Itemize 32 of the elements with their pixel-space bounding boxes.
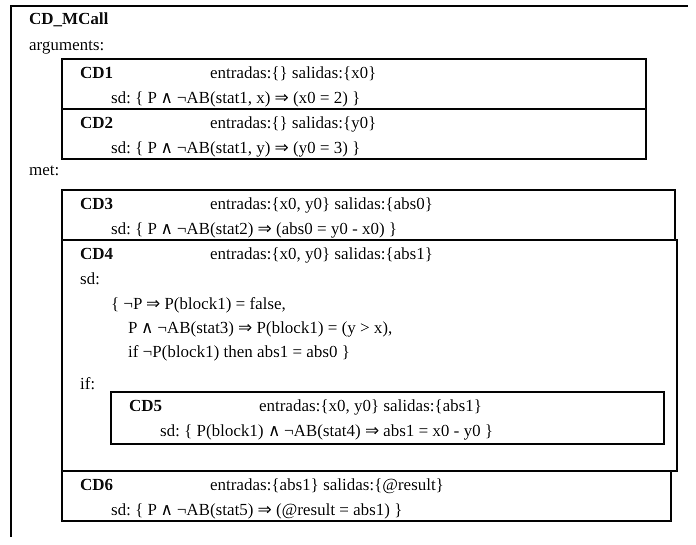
section-label: arguments:	[29, 35, 104, 55]
component-box	[61, 239, 678, 472]
formula-line: P ∧ ¬AB(stat3) ⇒ P(block1) = (y > x),	[128, 318, 392, 338]
io-signature: entradas:{x0, y0} salidas:{abs0}	[210, 194, 433, 214]
formula-line: if ¬P(block1) then abs1 = abs0 }	[128, 342, 350, 362]
component-frame	[10, 5, 688, 537]
sd-formula: sd: { P ∧ ¬AB(stat1, y) ⇒ (y0 = 3) }	[111, 138, 360, 158]
sd-formula: sd: { P ∧ ¬AB(stat5) ⇒ (@result = abs1) }	[111, 500, 402, 520]
block-title: CD5	[129, 396, 162, 416]
section-label: met:	[29, 160, 60, 180]
block-title: CD6	[80, 475, 114, 495]
io-signature: entradas:{x0, y0} salidas:{abs1}	[259, 396, 482, 416]
block-title: CD4	[80, 244, 114, 264]
sd-formula: sd: { P(block1) ∧ ¬AB(stat4) ⇒ abs1 = x0 - y0 }	[160, 421, 493, 441]
block-title: CD1	[80, 63, 114, 83]
io-signature: entradas:{abs1} salidas:{@result}	[210, 475, 444, 495]
component-box	[61, 189, 676, 241]
component-title: CD_MCall	[29, 9, 108, 29]
io-signature: entradas:{} salidas:{x0}	[210, 63, 376, 83]
io-signature: entradas:{x0, y0} salidas:{abs1}	[210, 244, 433, 264]
component-box	[110, 391, 665, 445]
io-signature: entradas:{} salidas:{y0}	[210, 113, 376, 133]
component-box	[61, 470, 672, 522]
sd-formula: sd: { P ∧ ¬AB(stat1, x) ⇒ (x0 = 2) }	[111, 88, 360, 108]
component-box	[61, 58, 647, 110]
block-title: CD3	[80, 194, 114, 214]
sd-formula: sd:	[80, 269, 100, 289]
component-box	[61, 108, 647, 160]
formula-line: { ¬P ⇒ P(block1) = false,	[111, 294, 286, 314]
sd-formula: sd: { P ∧ ¬AB(stat2) ⇒ (abs0 = y0 - x0) }	[111, 219, 398, 239]
block-title: CD2	[80, 113, 114, 133]
section-label: if:	[80, 374, 96, 394]
